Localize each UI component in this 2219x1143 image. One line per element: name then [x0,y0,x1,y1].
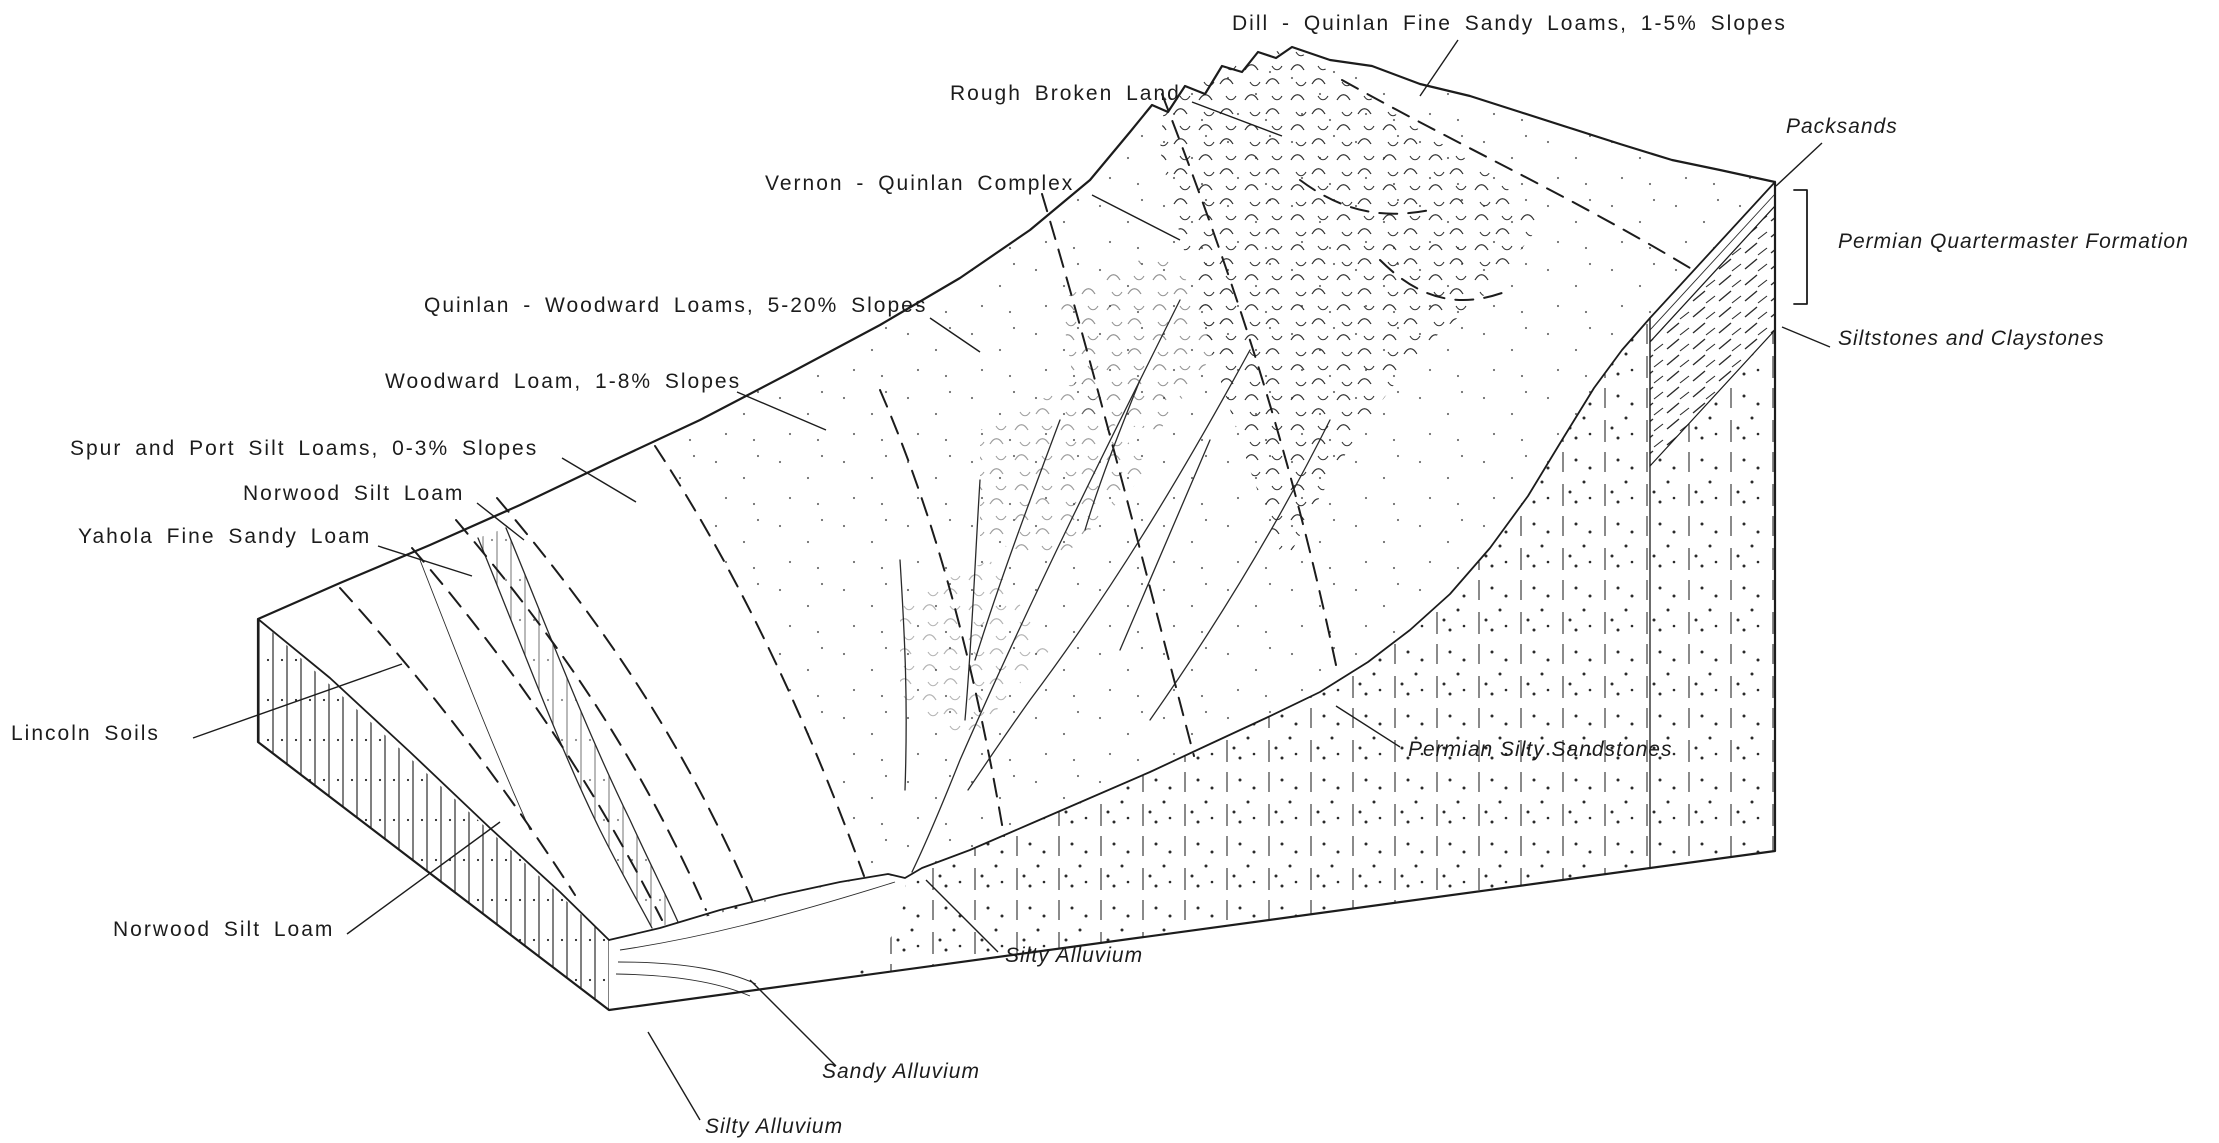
label-rough-broken-land: Rough Broken Land [950,82,1181,105]
gully-texture-patch-3 [900,560,1050,740]
leader-sandy-alluvium [749,979,837,1067]
gully-head-dashed-arc-2 [1379,259,1511,301]
silty-alluvium-layer-line [619,881,896,951]
unit-boundary-vernon-roughbroken [1161,93,1337,666]
leader-spur-port [561,457,637,503]
stream-channel-line-right [505,527,679,923]
leader-quinlan-woodward [929,317,981,353]
unit-boundary-yahola-norwood [455,519,707,911]
packsands-band-line [1649,193,1776,331]
leader-vernon-quinlan [1091,194,1181,241]
label-packsands: Packsands [1786,115,1898,138]
label-norwood-lower: Norwood Silt Loam [113,918,334,941]
leader-norwood-upper [476,502,525,541]
unit-boundary-norwood-spur [496,497,753,901]
gully-texture-patch-1 [1060,250,1230,430]
label-spur-port: Spur and Port Silt Loams, 0-3% Slopes [70,437,538,460]
drainage-branch-6 [1084,379,1141,531]
left-end-top-edge [257,618,610,941]
drainage-branch-4 [1149,419,1331,721]
label-lincoln: Lincoln Soils [11,722,160,745]
sandy-alluvium-band-top [617,961,757,985]
label-woodward: Woodward Loam, 1-8% Slopes [385,370,741,393]
left-end-face [258,619,609,1010]
leader-packsands [1775,142,1823,187]
leader-lincoln [192,663,403,739]
unit-boundary-woodward-quinlan [879,389,1005,837]
leader-yahola [377,545,473,577]
leader-woodward [736,391,827,431]
drainage-branch-3 [964,479,981,721]
gully-head-dashed-arc-1 [1299,179,1431,215]
drainage-branch-7 [1119,439,1211,651]
unit-boundary-lincoln-yahola [411,547,663,921]
label-sandy-alluvium: Sandy Alluvium [822,1060,980,1083]
drainage-main [911,299,1181,873]
leader-silty-sandstones [1335,705,1401,748]
label-silty-alluvium-upper: Silty Alluvium [1005,944,1143,967]
terrain-front-edge [608,317,1651,941]
label-dill-quinlan: Dill - Quinlan Fine Sandy Loams, 1-5% Sl… [1232,12,1787,35]
unit-boundary-spur-woodward [654,445,865,877]
label-norwood-upper: Norwood Silt Loam [243,482,464,505]
drainage-branch-1 [974,419,1061,661]
leader-dill-quinlan [1419,39,1459,97]
leader-rough-broken-land [1191,101,1283,137]
label-silty-sandstones: Permian Silty Sandstones [1408,738,1672,761]
block-outline [256,45,1777,1012]
right-end-top-edge [1649,181,1776,319]
rough-broken-land-texture [1160,47,1540,565]
alluvium-cross-section [609,875,906,1010]
label-vernon-quinlan: Vernon - Quinlan Complex [765,172,1074,195]
drainage-branch-5 [899,559,907,791]
drainage-branch-2 [967,349,1251,791]
quartermaster-bracket [1793,189,1808,305]
leader-norwood-lower [346,821,501,935]
unit-boundary-quinlan-vernon [1041,193,1195,757]
stream-channel-band [478,528,678,928]
terrace-scarp-line [419,559,531,831]
label-silty-alluvium-lower: Silty Alluvium [705,1115,843,1138]
leader-siltstones-claystones [1781,326,1831,348]
label-quartermaster-formation: Permian Quartermaster Formation [1838,230,2189,253]
leader-silty-alluvium-upper [925,879,999,953]
leader-silty-alluvium-lower [647,1031,701,1121]
front-face-sandstone [609,318,1650,1010]
label-siltstones-claystones: Siltstones and Claystones [1838,327,2105,350]
label-yahola: Yahola Fine Sandy Loam [78,525,371,548]
unit-boundary-norwood-lincoln [339,587,576,896]
stream-channel-line-left [477,537,653,929]
label-quinlan-woodward: Quinlan - Woodward Loams, 5-20% Slopes [424,294,927,317]
